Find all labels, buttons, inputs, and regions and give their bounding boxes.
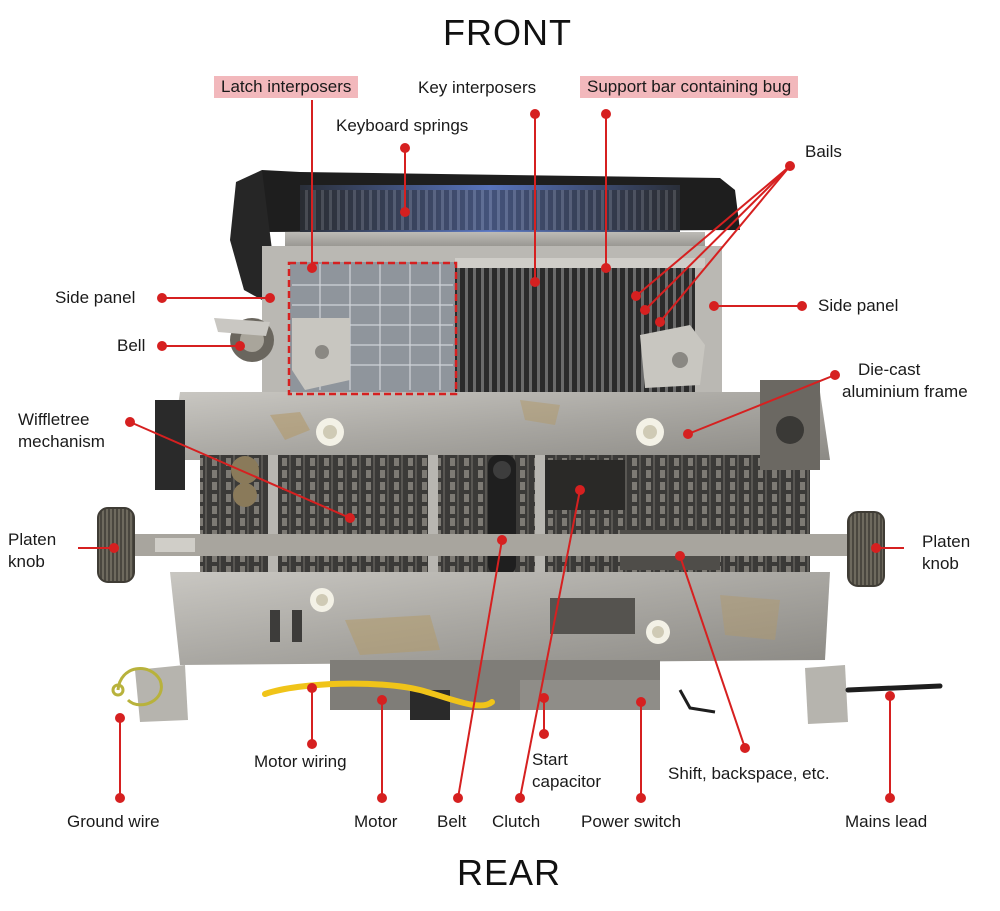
label-mains-lead: Mains lead xyxy=(845,812,928,831)
foot-right xyxy=(805,665,848,724)
die-cast-frame xyxy=(170,392,830,460)
label-platen-knob-right-line1: Platen xyxy=(922,532,971,551)
support-bar xyxy=(455,258,705,268)
mains-lead-cable xyxy=(845,683,943,693)
label-start-capacitor-line1: Start xyxy=(532,750,568,769)
label-die-cast-line2: aluminium frame xyxy=(842,382,968,401)
label-clutch: Clutch xyxy=(492,812,541,831)
upper-rail xyxy=(285,232,705,246)
platen-knob-right-body xyxy=(848,512,884,586)
label-keyboard-springs: Keyboard springs xyxy=(336,116,469,135)
dust-cover-flap xyxy=(230,170,272,300)
label-belt: Belt xyxy=(437,812,467,831)
rear-heading: REAR xyxy=(457,852,562,893)
label-latch-interposers: Latch interposers xyxy=(214,76,359,98)
label-wiffletree-line2: mechanism xyxy=(18,432,105,451)
label-bell: Bell xyxy=(117,336,146,355)
label-motor-wiring: Motor wiring xyxy=(254,752,347,771)
ground-wire-cable xyxy=(116,667,163,707)
latch-interposers-highlight xyxy=(287,261,458,396)
label-side-panel-left: Side panel xyxy=(55,288,136,307)
label-motor: Motor xyxy=(354,812,398,831)
label-platen-knob-left-line2: knob xyxy=(8,552,45,571)
label-key-interposers: Key interposers xyxy=(418,78,537,97)
keyboard-springs-coils xyxy=(300,190,680,230)
label-support-bar: Support bar containing bug xyxy=(580,76,799,98)
leader-lines xyxy=(78,100,904,803)
platen-shaft xyxy=(120,534,880,556)
label-shift-backspace: Shift, backspace, etc. xyxy=(668,764,830,783)
label-platen-knob-right-line2: knob xyxy=(922,554,959,573)
label-ground-wire: Ground wire xyxy=(67,812,160,831)
label-side-panel-right: Side panel xyxy=(818,296,899,315)
label-die-cast-line1: Die-cast xyxy=(858,360,921,379)
label-power-switch: Power switch xyxy=(581,812,682,831)
motor-wiring-cable xyxy=(262,680,495,709)
label-start-capacitor-line2: capacitor xyxy=(532,772,601,791)
label-wiffletree-line1: Wiffletree xyxy=(18,410,90,429)
front-heading: FRONT xyxy=(443,12,572,53)
label-bails: Bails xyxy=(805,142,842,161)
label-platen-knob-left-line1: Platen xyxy=(8,530,57,549)
lower-frame xyxy=(170,572,830,665)
right-bracket xyxy=(640,325,705,388)
machine-body xyxy=(97,170,943,724)
